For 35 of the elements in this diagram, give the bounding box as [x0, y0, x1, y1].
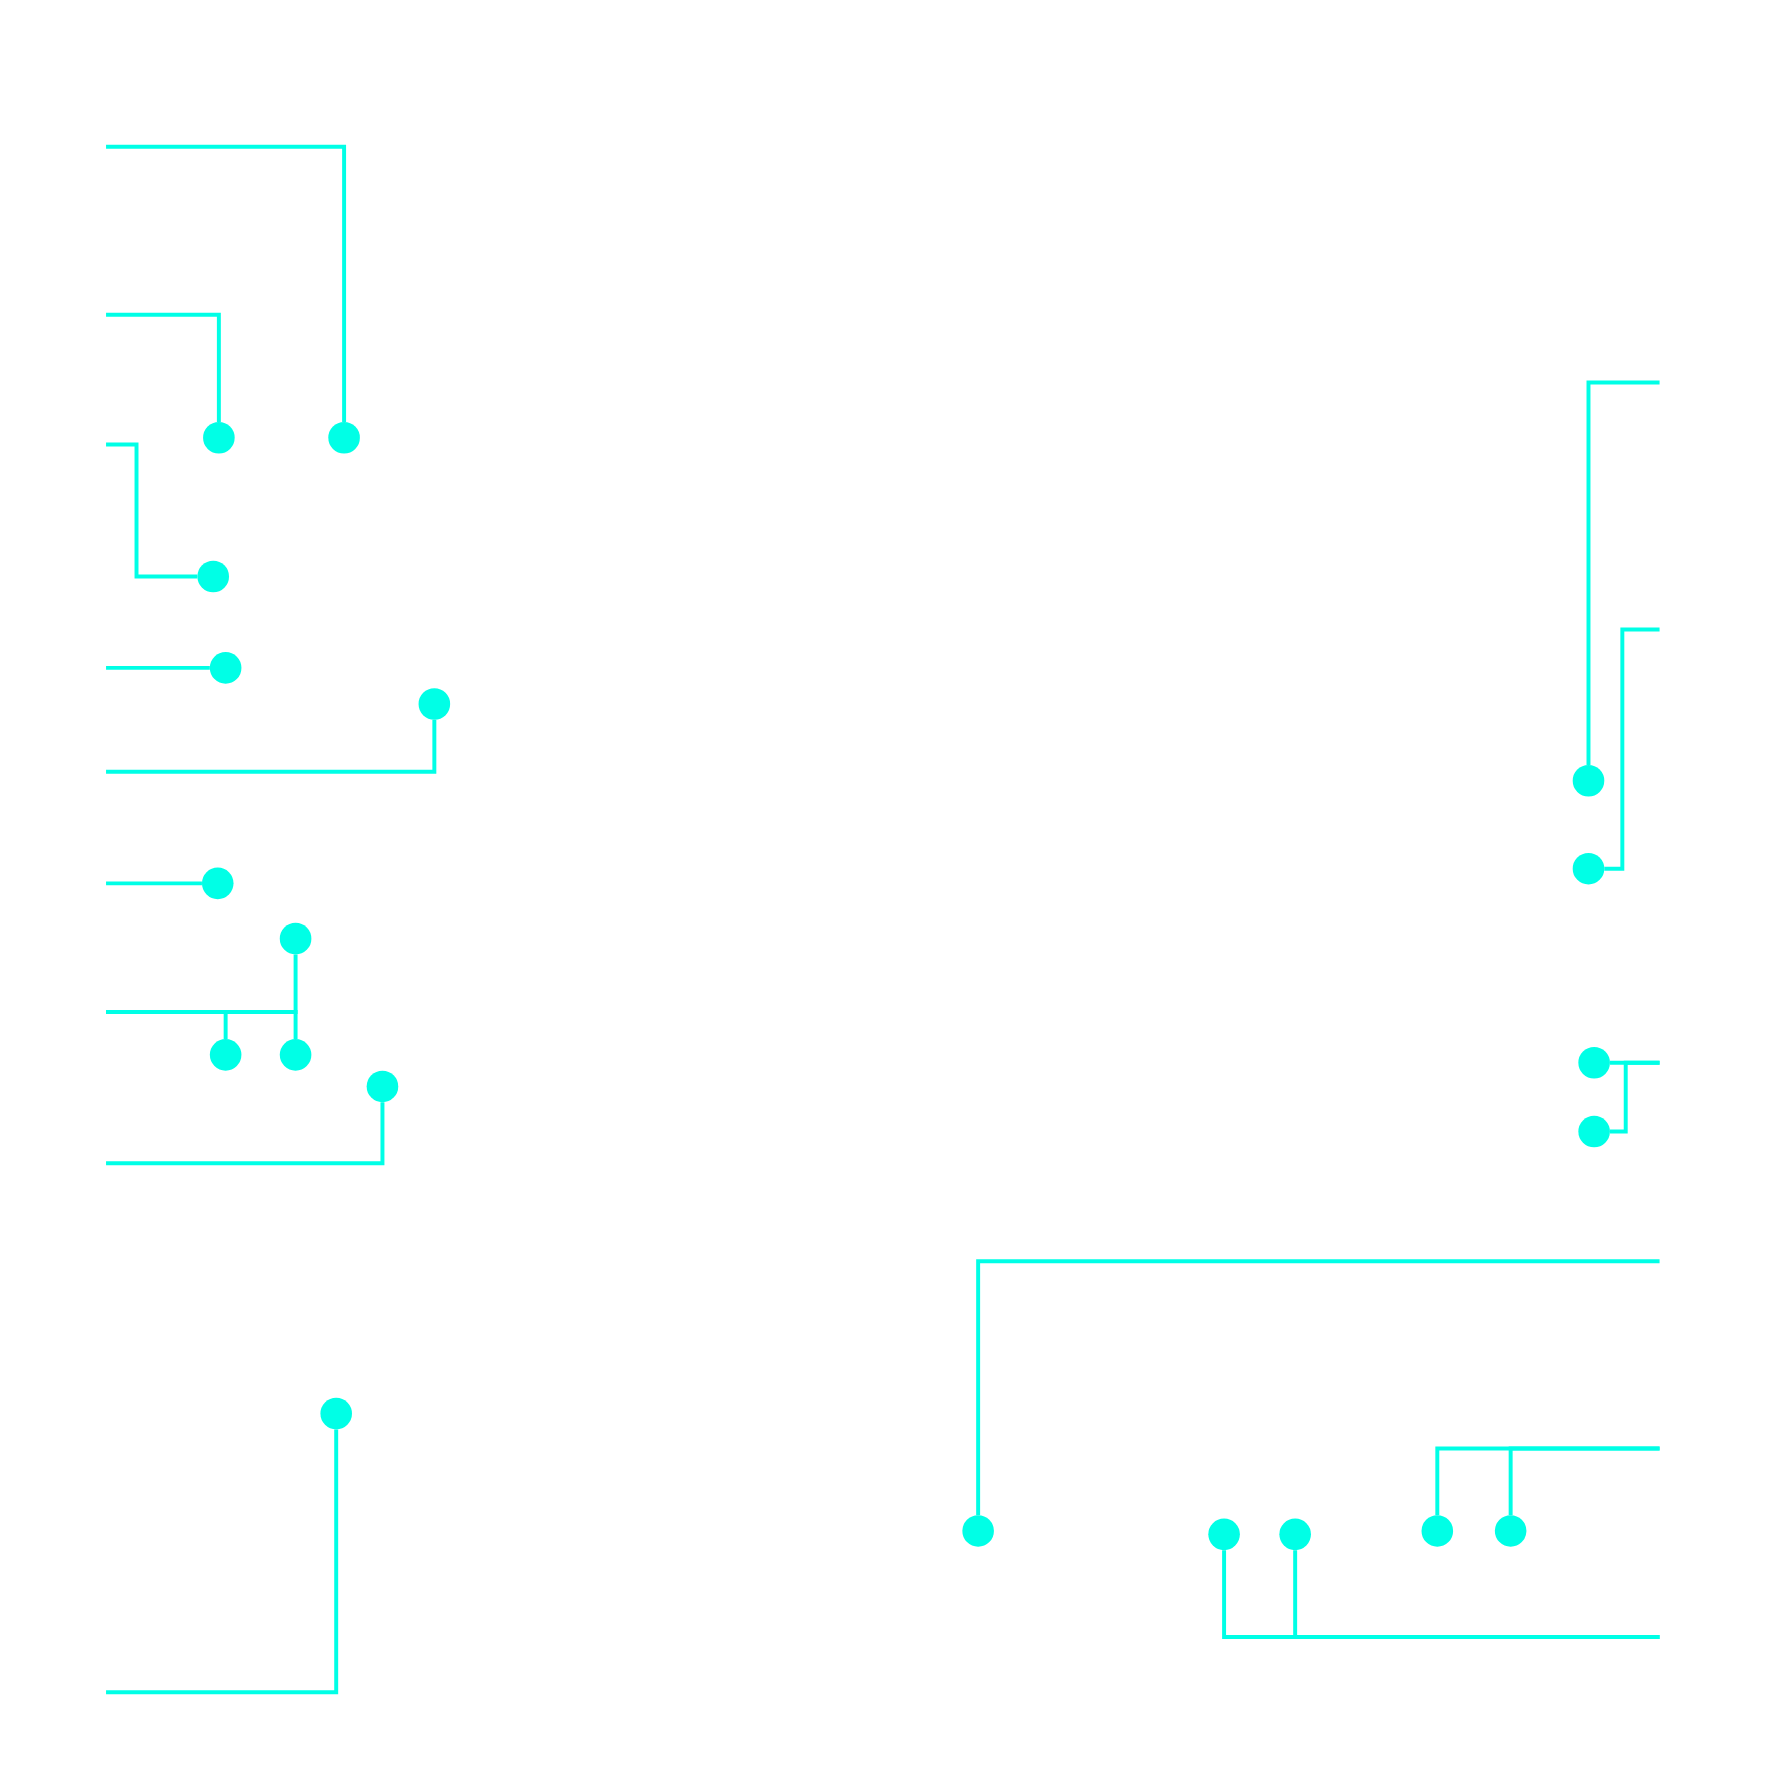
- circuit-trace: [1609, 1060, 1660, 1134]
- trace-pad: [279, 922, 312, 955]
- circuit-trace: [106, 1010, 298, 1040]
- trace-pad: [1421, 1515, 1454, 1547]
- trace-pad: [1572, 764, 1605, 797]
- trace-pad: [1578, 1115, 1610, 1148]
- circuit-trace: [106, 881, 202, 886]
- trace-pad: [418, 688, 451, 720]
- trace-pad: [279, 1039, 312, 1071]
- circuit-trace: [106, 312, 221, 422]
- trace-pad: [320, 1397, 352, 1430]
- circuit-trace: [106, 144, 347, 422]
- trace-pad: [209, 1039, 242, 1071]
- circuit-trace: [1293, 1550, 1660, 1639]
- circuit-trace: [1586, 380, 1660, 765]
- trace-pad: [203, 421, 235, 454]
- trace-pad: [201, 867, 234, 900]
- circuit-trace: [106, 1102, 385, 1166]
- trace-pad: [962, 1515, 994, 1547]
- trace-pad: [1578, 1046, 1610, 1079]
- trace-pad: [1494, 1515, 1527, 1547]
- trace-pad: [1208, 1518, 1240, 1551]
- circuit-trace: [976, 1259, 1660, 1516]
- trace-pad: [1279, 1518, 1311, 1551]
- circuit-trace: [106, 719, 437, 774]
- trace-pad: [197, 560, 229, 593]
- trace-pad: [328, 421, 360, 454]
- trace-pad: [209, 652, 242, 684]
- circuit-trace: [1508, 1446, 1660, 1516]
- circuit-trace: [106, 665, 210, 670]
- circuit-trace: [106, 1429, 339, 1695]
- circuit-trace: [106, 442, 198, 579]
- circuit-trace: [1604, 627, 1660, 871]
- trace-pad: [1572, 852, 1605, 885]
- trace-pad: [366, 1070, 399, 1103]
